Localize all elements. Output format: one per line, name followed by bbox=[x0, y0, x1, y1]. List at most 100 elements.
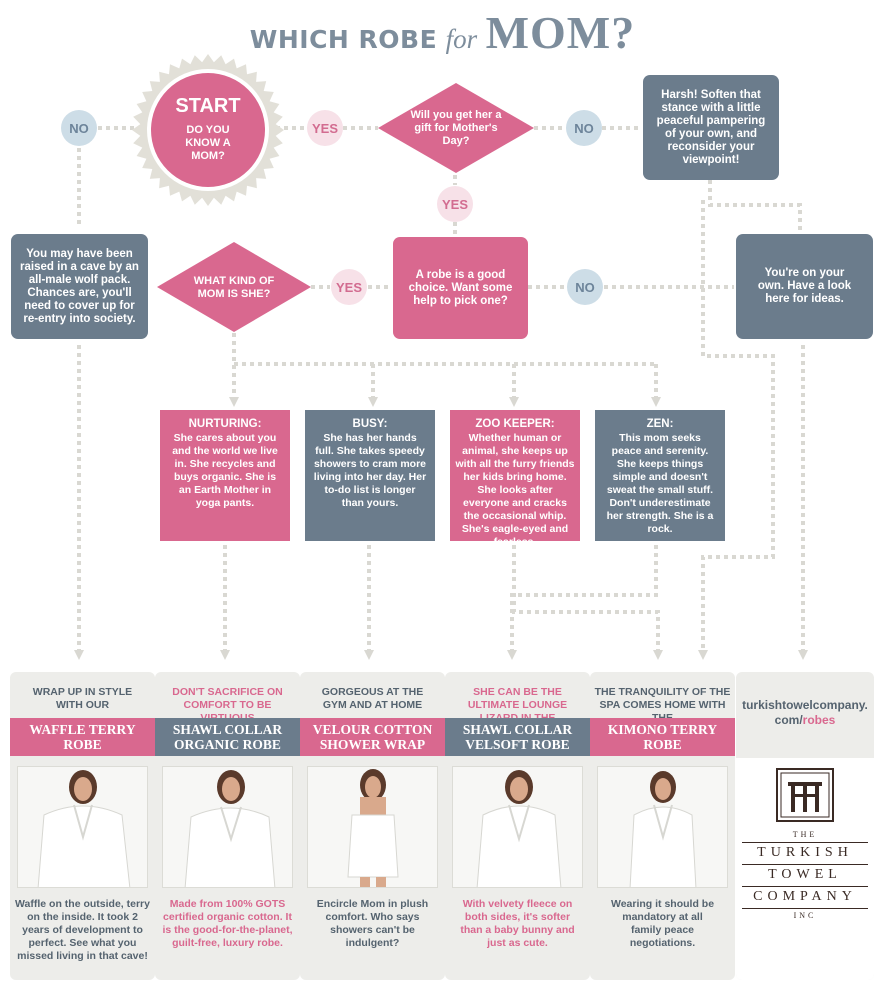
robe-column-organic: DON'T SACRIFICE ON COMFORT TO BE VIRTUOU… bbox=[155, 672, 300, 980]
connector bbox=[701, 200, 775, 650]
type-text: Whether human or animal, she keeps up wi… bbox=[455, 432, 575, 548]
arrowhead bbox=[368, 397, 378, 407]
robe-description: Encircle Mom in plush comfort. Who says … bbox=[316, 898, 429, 949]
arrowheads bbox=[74, 397, 808, 660]
arrowhead bbox=[653, 650, 663, 660]
robe-name-band: SHAWL COLLAR VELSOFT ROBE bbox=[445, 718, 590, 756]
start-label-group: START DO YOU KNOW A MOM? bbox=[158, 94, 258, 163]
arrowhead bbox=[74, 650, 84, 660]
type-card-nurturing: NURTURING: She cares about you and the w… bbox=[160, 410, 290, 541]
site-link[interactable]: turkishtowelcompany. com/robes bbox=[736, 698, 874, 728]
gift-question-diamond bbox=[378, 83, 534, 173]
robe-choice-box: A robe is a good choice. Want some help … bbox=[393, 237, 528, 339]
type-card-zoo-keeper: ZOO KEEPER: Whether human or animal, she… bbox=[450, 410, 580, 548]
robe-intro: GORGEOUS AT THE GYM AND AT HOME bbox=[321, 686, 424, 711]
type-card-busy: BUSY: She has her hands full. She takes … bbox=[305, 410, 435, 541]
yes-bubble: YES bbox=[331, 269, 367, 305]
robe-intro: WRAP UP IN STYLE WITH OUR bbox=[32, 686, 133, 711]
robe-description: Wearing it should be mandatory at all fa… bbox=[610, 898, 715, 949]
start-question: DO YOU KNOW A MOM? bbox=[185, 124, 231, 162]
model-in-wrap-image bbox=[347, 769, 399, 887]
robe-description: Waffle on the outside, terry on the insi… bbox=[15, 898, 150, 962]
type-text: This mom seeks peace and serenity. She k… bbox=[606, 432, 714, 535]
robe-description: With velvety fleece on both sides, it's … bbox=[460, 898, 575, 949]
robe-name-line: KIMONO TERRY bbox=[607, 722, 718, 737]
gift-question-text: Will you get her a gift for Mother's Day… bbox=[410, 108, 502, 147]
start-label: START bbox=[175, 95, 241, 117]
page-title: WHICH ROBE for MOM? bbox=[0, 6, 885, 59]
robe-name-line: ROBE bbox=[63, 737, 102, 752]
logo-monogram-icon bbox=[776, 768, 834, 822]
type-card-zen: ZEN: This mom seeks peace and serenity. … bbox=[595, 410, 725, 541]
yes-bubble: YES bbox=[307, 110, 343, 146]
logo-turkish: TURKISH bbox=[742, 842, 868, 861]
arrowhead bbox=[364, 650, 374, 660]
arrowhead bbox=[651, 397, 661, 407]
yes-bubble: YES bbox=[437, 186, 473, 222]
title-mom: MOM? bbox=[485, 7, 636, 58]
robe-photo bbox=[162, 766, 293, 888]
robe-photo bbox=[597, 766, 728, 888]
arrowhead bbox=[220, 650, 230, 660]
no-bubble: NO bbox=[61, 110, 97, 146]
dotted-paths bbox=[77, 126, 805, 650]
no-bubble: NO bbox=[567, 269, 603, 305]
robe-name-band: WAFFLE TERRY ROBE bbox=[10, 718, 155, 756]
site-link-path: robes bbox=[802, 713, 836, 727]
arrowhead bbox=[509, 397, 519, 407]
robe-name-line: SHOWER WRAP bbox=[319, 737, 426, 752]
arrowhead bbox=[698, 650, 708, 660]
robe-intro: THE TRANQUILITY OF THE SPA COMES HOME WI… bbox=[594, 686, 731, 724]
robe-name-band: SHAWL COLLAR ORGANIC ROBE bbox=[155, 718, 300, 756]
robe-name-line: ROBE bbox=[643, 737, 682, 752]
robe-name-line: VELSOFT ROBE bbox=[465, 737, 570, 752]
type-title: ZEN: bbox=[646, 418, 674, 430]
logo-inc: INC bbox=[742, 908, 868, 920]
type-title: NURTURING: bbox=[188, 418, 262, 430]
type-title: ZOO KEEPER: bbox=[475, 418, 555, 430]
robe-name-band: VELOUR COTTON SHOWER WRAP bbox=[300, 718, 445, 756]
type-title: BUSY: bbox=[352, 418, 388, 430]
connector bbox=[512, 545, 660, 650]
model-in-robe-image bbox=[37, 770, 131, 887]
site-link-line1: turkishtowelcompany. bbox=[742, 698, 868, 712]
model-in-robe-image bbox=[476, 770, 562, 887]
arrowhead bbox=[229, 397, 239, 407]
logo-wordmark: THE TURKISH TOWEL COMPANY INC bbox=[736, 830, 874, 920]
robe-name-line: SHAWL COLLAR bbox=[462, 722, 573, 737]
harsh-box: Harsh! Soften that stance with a little … bbox=[643, 75, 779, 180]
brand-column: turkishtowelcompany. com/robes THE TURKI… bbox=[736, 672, 874, 980]
start-seal bbox=[132, 54, 284, 206]
model-in-robe-image bbox=[629, 771, 697, 887]
site-link-domain: com/ bbox=[774, 713, 803, 727]
robe-photo bbox=[307, 766, 438, 888]
robe-photo bbox=[17, 766, 148, 888]
arrowhead bbox=[798, 650, 808, 660]
robe-name-band: KIMONO TERRY ROBE bbox=[590, 718, 735, 756]
robe-column-waffle: WRAP UP IN STYLE WITH OUR WAFFLE TERRY R… bbox=[10, 672, 155, 980]
logo-the: THE bbox=[792, 830, 818, 839]
logo-company: COMPANY bbox=[742, 886, 868, 905]
robe-name-line: WAFFLE TERRY bbox=[29, 722, 136, 737]
kind-question-diamond bbox=[157, 242, 311, 332]
company-logo: THE TURKISH TOWEL COMPANY INC bbox=[736, 758, 874, 980]
type-text: She cares about you and the world we liv… bbox=[172, 432, 278, 509]
robe-name-line: VELOUR COTTON bbox=[312, 722, 433, 737]
robe-description: Made from 100% GOTS certified organic co… bbox=[162, 898, 293, 949]
seal-center bbox=[151, 73, 265, 187]
logo-towel: TOWEL bbox=[742, 864, 868, 883]
robe-photo bbox=[452, 766, 583, 888]
type-text: She has her hands full. She takes speedy… bbox=[313, 432, 427, 509]
on-your-own-box: You're on your own. Have a look here for… bbox=[736, 234, 873, 339]
kind-question-text: WHAT KIND OF MOM IS SHE? bbox=[193, 275, 275, 300]
connector bbox=[510, 545, 658, 650]
no-bubble: NO bbox=[566, 110, 602, 146]
robe-name-line: SHAWL COLLAR bbox=[172, 722, 283, 737]
wolf-pack-box: You may have been raised in a cave by an… bbox=[11, 234, 148, 339]
title-for: for bbox=[445, 24, 478, 54]
robe-column-kimono: THE TRANQUILITY OF THE SPA COMES HOME WI… bbox=[590, 672, 735, 980]
robe-name-line: ORGANIC ROBE bbox=[174, 737, 281, 752]
arrowhead bbox=[507, 650, 517, 660]
robe-column-velsoft: SHE CAN BE THE ULTIMATE LOUNGE LIZARD IN… bbox=[445, 672, 590, 980]
